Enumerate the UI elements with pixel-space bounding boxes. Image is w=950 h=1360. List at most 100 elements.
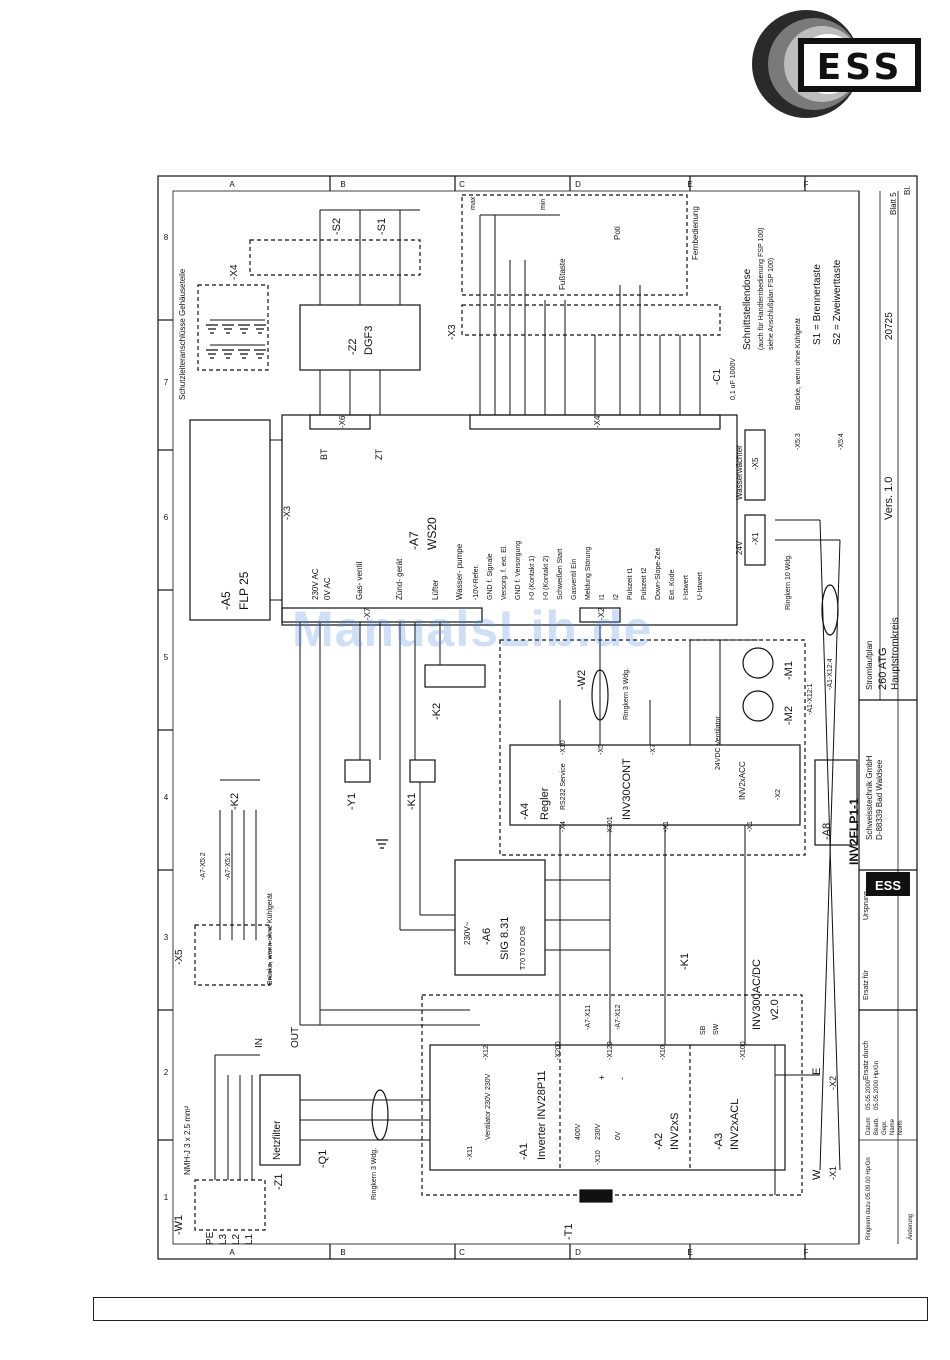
grid-col-label: 8 (164, 233, 169, 242)
tb-gepr: Gepr. (882, 1120, 888, 1135)
grid-row-label: A (229, 1248, 235, 1257)
grid-row-label: B (340, 1248, 345, 1257)
tb-ringkern-row: Ringkern dazu 05.09.00 Hp/Gn (866, 1157, 872, 1240)
tb-address: D-88339 Bad Waldsee (875, 759, 884, 840)
a3-minus: - (617, 1077, 627, 1080)
a6-voltage: 230V~ (463, 921, 472, 945)
s2-label: S2 = Zweiwerttaste (832, 259, 843, 345)
grid-row-label: B (340, 180, 345, 189)
a3-plus: + (597, 1075, 607, 1080)
signal-label: Meldung Störung (585, 547, 592, 600)
a1-400v: 400V (575, 1123, 582, 1140)
tb-name-label: Name (890, 1118, 896, 1135)
a6-name: SIG 8.31 (499, 917, 511, 960)
a7-x11-ref: -A7-X11 (585, 1005, 592, 1030)
y1-ref: -Y1 (346, 793, 358, 810)
inv300-name: INV300AC/DC (751, 959, 763, 1030)
ringkern1-label: Ringkern 3 Wdg. (371, 1148, 378, 1200)
a7-zt: ZT (374, 449, 384, 460)
a7-wasser: Wasserwächter (735, 445, 744, 500)
c1-value: 0,1 uF 1000V (730, 358, 737, 400)
a7-bt: BT (319, 448, 329, 460)
a1-230v-b: 230V (595, 1123, 602, 1140)
a4-acc: INV2xACC (738, 761, 747, 800)
a5-x3: -X3 (282, 506, 292, 520)
title-block-logo-icon: ESS (866, 872, 910, 896)
a4-x2: -X2 (775, 789, 782, 800)
a7-x1: -X1 (751, 532, 760, 545)
a7-x7: -X7 (363, 607, 372, 620)
a1-ref: -A1 (518, 1143, 530, 1160)
signal-label: Schweißen Start (557, 549, 564, 600)
grid-col-label: 2 (164, 1068, 169, 1077)
z2-ref: -Z2 (347, 339, 359, 356)
a4-cont: INV30CONT (621, 758, 633, 820)
a4-rs232: RS232 Service (560, 763, 567, 810)
a7-x51-ref: -A7-X5:1 (225, 852, 232, 880)
logo-text: ESS (817, 47, 904, 88)
x7-pin-label: 230V AC (311, 568, 320, 600)
signal-label: Gasventil Ein (571, 559, 578, 600)
x1-w: W (811, 1169, 823, 1180)
tb-datum-label: Datum (866, 1117, 872, 1135)
a1-0v: 0V (615, 1131, 622, 1140)
k2-ref: -K2 (431, 703, 443, 720)
poti-label: Poti (613, 226, 622, 240)
grid-row-label: E (687, 180, 692, 189)
w1-pin: L2 (231, 1233, 242, 1245)
z1-in: IN (254, 1038, 265, 1048)
x5-ref: -X5 (174, 949, 185, 965)
signal-label: -10V-Refer. (473, 565, 480, 600)
tb-bearb: Bearb. (874, 1117, 880, 1135)
a7-x12-ref: -A7-X12 (615, 1004, 622, 1030)
a7-name: WS20 (425, 517, 439, 550)
grid-col-label: 4 (164, 793, 169, 802)
tb-aenderung: Änderung (907, 1214, 914, 1240)
schutzleiter-note: Schutzleiteranschlüsse Gehäuseteile (178, 268, 187, 400)
q1-ref: -Q1 (317, 1150, 329, 1168)
inv300-version: v2.0 (769, 999, 781, 1020)
tb-drawing-no: 20725 (884, 312, 895, 340)
poti-min-label: min (540, 199, 547, 210)
a4-x7: -X7 (650, 744, 657, 755)
a4-x4: -X4 (560, 821, 567, 832)
w1-pin: L1 (244, 1233, 255, 1245)
signal-label: I2 (613, 594, 620, 600)
fusstaste-label: Fußtaste (558, 258, 567, 290)
tb-plan: Stromlaufplan (865, 641, 874, 690)
tb-company: Schweisstechnik GmbH (865, 755, 874, 840)
a3-x100: -X100 (740, 1041, 747, 1060)
grid-row-label: C (459, 1248, 465, 1257)
ess-logo-icon: ESS (752, 10, 921, 118)
a7-x54: -X5:4 (838, 433, 845, 450)
ringkern2-label: Ringkern 3 Wdg. (623, 668, 630, 720)
a1-x10: -X10 (595, 1150, 602, 1165)
a2-ref: -A2 (653, 1133, 665, 1150)
tb-sheet: Blatt 5 (889, 192, 898, 215)
a7-x53: -X5:3 (795, 433, 802, 450)
a7-x2: -X2 (597, 607, 606, 620)
a3-sb: SB (700, 1025, 707, 1035)
signal-label: Versorg. f. ext. El. (501, 545, 508, 600)
w2-ref: -W2 (576, 670, 588, 690)
x5-note: Brücke, wenn ohne Kühlgerät (267, 893, 274, 985)
tb-ursprung: Ursprung (863, 891, 870, 920)
a7-ref: -A7 (407, 531, 421, 550)
x3-ref: -X3 (447, 324, 458, 340)
tb-bearb-val: 05.05.2000 Hp/Gn (874, 1061, 880, 1110)
signal-label: Pulszeit t1 (627, 568, 634, 600)
signal-label: I1 (599, 594, 606, 600)
z1-ref: -Z1 (273, 1174, 285, 1191)
k2-ref-left: -K2 (229, 793, 241, 810)
z1-name: Netzfilter (272, 1120, 283, 1160)
z2-name: DGF3 (363, 326, 375, 355)
a4-ref: -A4 (519, 803, 531, 820)
t1-ref: -T1 (563, 1224, 575, 1241)
m1-ref: -M1 (783, 661, 795, 680)
x7-pin-label: 0V AC (323, 577, 332, 600)
a8-ref: -A8 (821, 823, 833, 840)
tb-sheet-of: Bl. (903, 186, 912, 195)
x3-note2: siehe Anschlußplan FSP 100) (768, 258, 775, 350)
poti-max-label: max (470, 196, 477, 210)
s2-ref: -S2 (331, 218, 343, 235)
